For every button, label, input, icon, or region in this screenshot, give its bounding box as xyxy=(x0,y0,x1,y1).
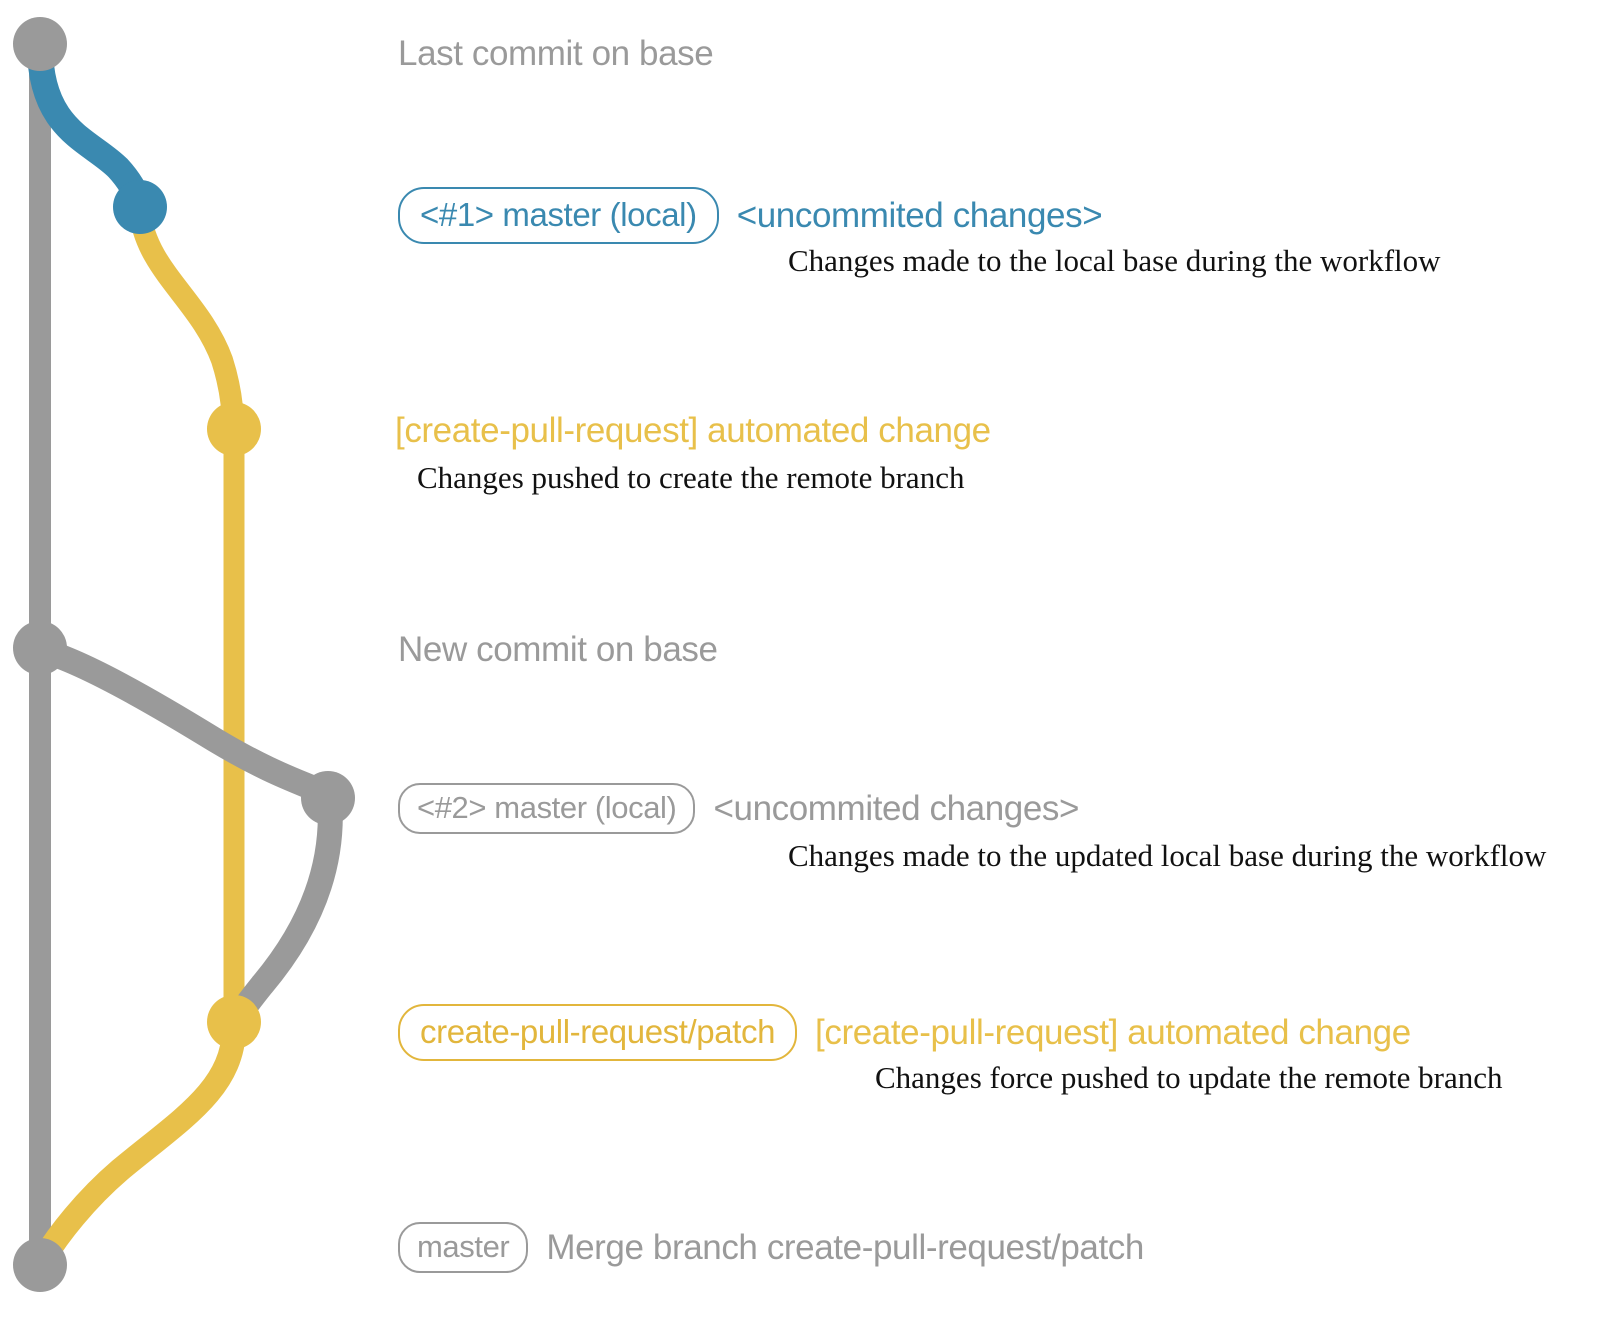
commit-node-master-local-2[interactable] xyxy=(301,771,355,825)
branch-badge-master-local-2[interactable]: <#2> master (local) xyxy=(398,783,696,834)
commit-node-automated-change-1[interactable] xyxy=(207,402,261,456)
commit-node-last-commit-on-base[interactable] xyxy=(13,17,67,71)
commit-message-master-local-1: <uncommited changes> xyxy=(736,196,1103,235)
row-automated-change-1: [create-pull-request] automated change xyxy=(395,413,991,448)
commit-message-automated-change-1: [create-pull-request] automated change xyxy=(395,411,991,450)
branch-badge-create-pull-request-patch[interactable]: create-pull-request/patch xyxy=(398,1004,798,1061)
patch-merge-curve xyxy=(32,1018,246,1270)
row-create-pull-request-patch: create-pull-request/patch [create-pull-r… xyxy=(398,1004,1411,1061)
description-master-local-1: Changes made to the local base during th… xyxy=(788,243,1441,278)
row-master-local-1: <#1> master (local) <uncommited changes> xyxy=(398,187,1103,244)
row-new-commit-on-base: New commit on base xyxy=(398,632,718,667)
git-graph xyxy=(13,17,355,1292)
row-last-commit-on-base: Last commit on base xyxy=(398,34,714,73)
commit-message-last-commit-on-base: Last commit on base xyxy=(398,34,714,73)
commit-node-create-pull-request-patch[interactable] xyxy=(207,995,261,1049)
row-master-local-2: <#2> master (local) <uncommited changes> xyxy=(398,783,1079,834)
commit-message-master-merge: Merge branch create-pull-request/patch xyxy=(546,1228,1144,1267)
commit-message-create-pull-request-patch: [create-pull-request] automated change xyxy=(815,1013,1411,1052)
branch-badge-master-local-1[interactable]: <#1> master (local) xyxy=(398,187,719,244)
branch-badge-master-merge[interactable]: master xyxy=(398,1222,529,1273)
description-automated-change-1: Changes pushed to create the remote bran… xyxy=(417,460,965,495)
commit-node-master-merge[interactable] xyxy=(13,1238,67,1292)
commit-message-new-commit-on-base: New commit on base xyxy=(398,630,718,669)
commit-node-new-commit-on-base[interactable] xyxy=(13,621,67,675)
row-master-merge: master Merge branch create-pull-request/… xyxy=(398,1222,1144,1273)
base-to-local-2-curve xyxy=(27,637,335,805)
commit-node-master-local-1[interactable] xyxy=(113,180,167,234)
description-create-pull-request-patch: Changes force pushed to update the remot… xyxy=(875,1060,1503,1095)
commit-message-master-local-2: <uncommited changes> xyxy=(713,789,1080,828)
description-master-local-2: Changes made to the updated local base d… xyxy=(788,838,1547,873)
